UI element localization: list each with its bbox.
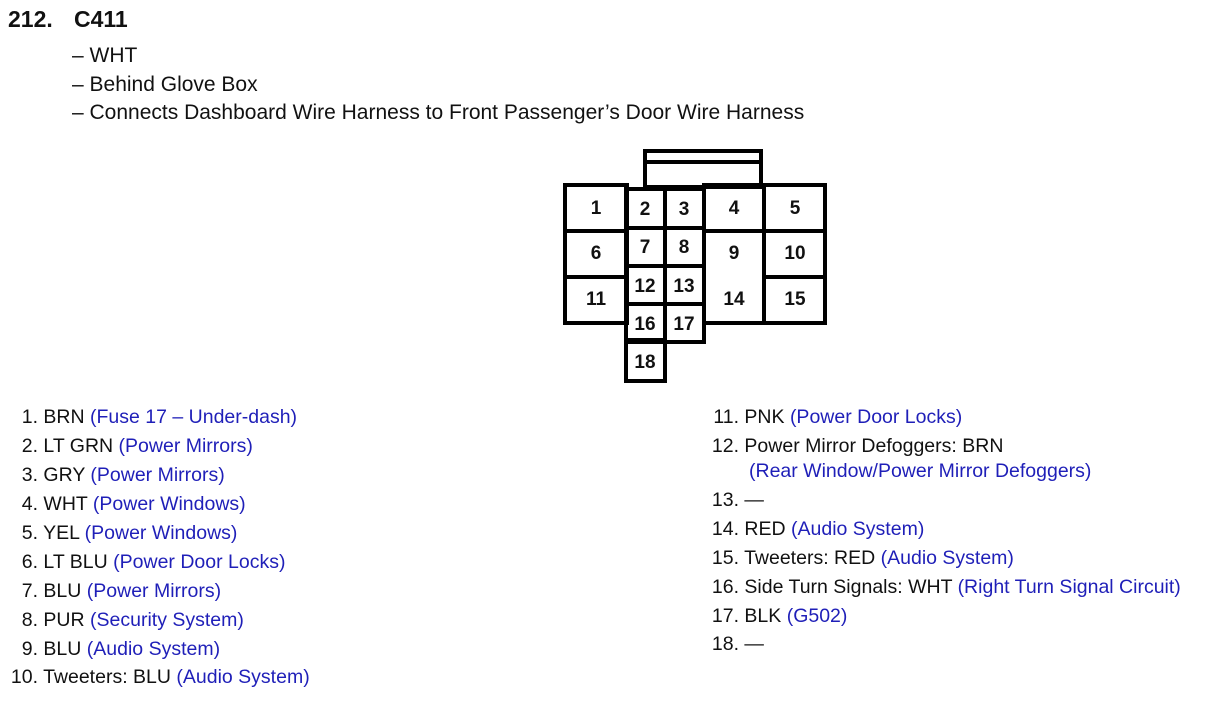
pin-number: 2.	[21, 435, 38, 457]
pin-circuit-link[interactable]: (Audio System)	[791, 518, 925, 540]
pin-number: 9.	[21, 638, 38, 660]
list-item: 7. BLU (Power Mirrors)	[0, 580, 221, 603]
pin-number: 17.	[711, 605, 739, 627]
pin-circuit-link[interactable]: (Power Windows)	[84, 522, 238, 544]
pin-number: 11.	[713, 406, 739, 428]
pin-3-label: 3	[679, 199, 690, 220]
pin-circuit-link[interactable]: (Rear Window/Power Mirror Defoggers)	[749, 460, 1092, 482]
pin-number: 10.	[10, 666, 38, 688]
pin-description: Power Mirror Defoggers: BRN	[744, 435, 1004, 457]
list-item: 16. Side Turn Signals: WHT (Right Turn S…	[700, 576, 1181, 599]
pin-9-label: 9	[729, 243, 740, 264]
list-item: 13. —	[700, 489, 764, 512]
pin-description: Tweeters: BLU	[43, 666, 177, 688]
pin-number: 1.	[21, 406, 38, 428]
pin-14-label: 14	[723, 289, 745, 310]
list-item: 11. PNK (Power Door Locks)	[700, 406, 962, 429]
connector-id: C411	[74, 6, 128, 32]
pin-circuit-link[interactable]: (Security System)	[90, 609, 244, 631]
pin-number: 4.	[21, 493, 38, 515]
connector-bottom-cell	[624, 338, 667, 383]
note-color: – WHT	[72, 44, 138, 67]
pin-description: PNK	[744, 406, 790, 428]
pin-5-label: 5	[790, 198, 801, 219]
pin-circuit-link[interactable]: (Right Turn Signal Circuit)	[957, 576, 1181, 598]
list-item: 17. BLK (G502)	[700, 605, 848, 628]
note-connection: – Connects Dashboard Wire Harness to Fro…	[72, 101, 805, 124]
pin-10-label: 10	[784, 243, 805, 264]
pin-12-label: 12	[634, 276, 655, 297]
list-item: 9. BLU (Audio System)	[0, 638, 220, 661]
pin-circuit-link[interactable]: (Audio System)	[880, 547, 1014, 569]
pin-number: 12.	[711, 435, 739, 457]
pin-circuit-link[interactable]: (Audio System)	[176, 666, 310, 688]
pin-description: WHT	[43, 493, 93, 515]
pin-description: —	[744, 489, 764, 511]
list-item: 4. WHT (Power Windows)	[0, 493, 246, 516]
pin-description: YEL	[43, 522, 85, 544]
pin-number: 7.	[21, 580, 38, 602]
pin-circuit-link[interactable]: (Power Door Locks)	[789, 406, 963, 428]
pin-description: —	[744, 633, 764, 655]
list-item: 2. LT GRN (Power Mirrors)	[0, 435, 253, 458]
pin-16-label: 16	[634, 314, 655, 335]
pin-number: 15.	[711, 547, 739, 569]
pin-circuit-link[interactable]: (Fuse 17 – Under-dash)	[90, 406, 298, 428]
list-item: 14. RED (Audio System)	[700, 518, 924, 541]
pin-17-label: 17	[673, 314, 694, 335]
list-item: 8. PUR (Security System)	[0, 609, 244, 632]
connector-notes: – WHT – Behind Glove Box – Connects Dash…	[72, 42, 804, 128]
pin-circuit-link[interactable]: (Power Door Locks)	[113, 551, 286, 573]
pin-13-label: 13	[673, 276, 694, 297]
pin-description: Side Turn Signals: WHT	[744, 576, 958, 598]
pin-description: PUR	[43, 609, 91, 631]
pin-15-label: 15	[784, 289, 806, 310]
pin-description: BRN	[43, 406, 91, 428]
connector-latch	[643, 149, 763, 189]
pin-8-label: 8	[679, 237, 690, 258]
pin-1-label: 1	[591, 198, 602, 219]
list-item: 15. Tweeters: RED (Audio System)	[700, 547, 1014, 570]
pin-4-label: 4	[729, 198, 740, 219]
pin-description: BLK	[744, 605, 787, 627]
pin-description: BLU	[43, 638, 87, 660]
pin-circuit-link[interactable]: (Power Mirrors)	[118, 435, 253, 457]
pin-number: 3.	[21, 464, 38, 486]
pin-description: LT BLU	[43, 551, 114, 573]
pin-number: 18.	[711, 633, 739, 655]
pin-description: RED	[744, 518, 792, 540]
list-item: 1. BRN (Fuse 17 – Under-dash)	[0, 406, 297, 429]
list-item: 5. YEL (Power Windows)	[0, 522, 238, 545]
pin-number: 6.	[21, 551, 38, 573]
pin-number: 5.	[21, 522, 38, 544]
pin-number: 16.	[711, 576, 739, 598]
pin-description: BLU	[43, 580, 87, 602]
list-item: 10. Tweeters: BLU (Audio System)	[0, 666, 310, 689]
list-item: 3. GRY (Power Mirrors)	[0, 464, 225, 487]
list-item: 12. Power Mirror Defoggers: BRN	[700, 435, 1004, 458]
pin-circuit-link[interactable]: (Power Mirrors)	[90, 464, 225, 486]
pin-circuit-link[interactable]: (Audio System)	[86, 638, 221, 660]
pin-number: 14.	[711, 518, 739, 540]
connector-heading: 212. C411	[8, 6, 128, 33]
pin-circuit-link[interactable]: (Power Mirrors)	[86, 580, 222, 602]
pin-11-label: 11	[586, 289, 607, 310]
pin-number: 8.	[21, 609, 38, 631]
pin-description: GRY	[43, 464, 91, 486]
pin-18-label: 18	[634, 352, 655, 373]
pin-7-label: 7	[640, 237, 651, 258]
pin-number: 13.	[711, 489, 739, 511]
pin-circuit-link[interactable]: (G502)	[786, 605, 848, 627]
connector-number: 212.	[8, 6, 53, 32]
list-item-continuation: (Rear Window/Power Mirror Defoggers)	[749, 460, 1091, 483]
note-location: – Behind Glove Box	[72, 72, 258, 96]
pin-6-label: 6	[591, 243, 602, 264]
pin-2-label: 2	[640, 199, 651, 220]
pin-description: Tweeters: RED	[744, 547, 881, 569]
pin-description: LT GRN	[43, 435, 119, 457]
list-item: 6. LT BLU (Power Door Locks)	[0, 551, 286, 574]
pin-circuit-link[interactable]: (Power Windows)	[92, 493, 246, 515]
list-item: 18. —	[700, 633, 764, 656]
